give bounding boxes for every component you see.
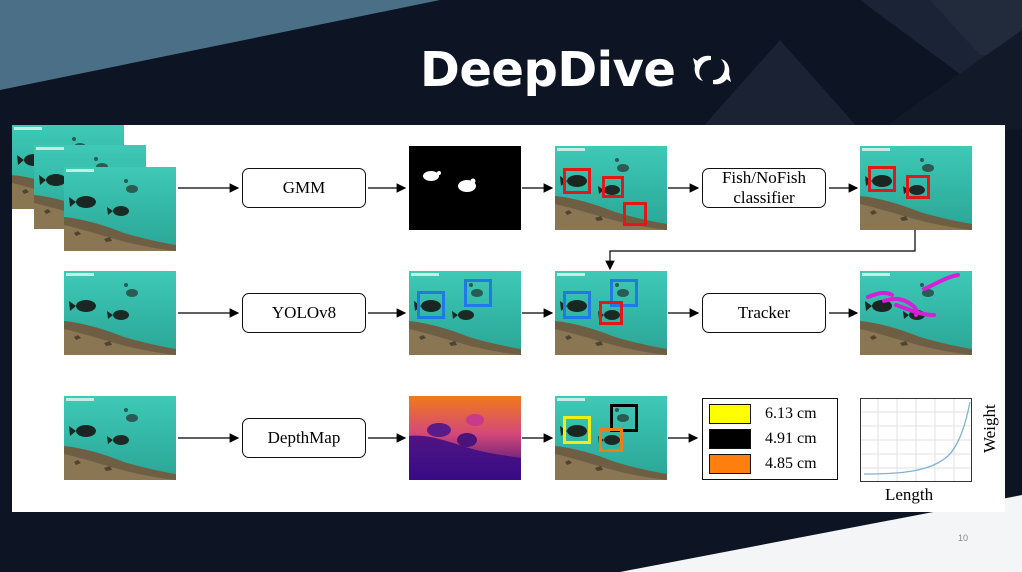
- legend-swatch: [709, 454, 751, 474]
- fish-tracks: [866, 273, 960, 317]
- input-frame: [64, 396, 176, 480]
- legend-swatch: [709, 404, 751, 424]
- underwater-image: [64, 396, 176, 480]
- detection-box: [464, 279, 492, 307]
- page-title: DeepDive: [420, 42, 676, 98]
- detection-box: [417, 291, 445, 319]
- page-number: 10: [958, 533, 969, 543]
- yolo-detections-image: [409, 271, 521, 355]
- fish-logo-icon: [693, 55, 732, 85]
- length-legend: 6.13 cm 4.91 cm 4.85 cm: [702, 398, 838, 480]
- detection-box: [610, 279, 638, 307]
- mask-blobs: [423, 171, 476, 192]
- candidate-detections-image: [555, 146, 667, 230]
- detection-box: [563, 291, 591, 319]
- tracks-image: [860, 271, 972, 355]
- legend-row: 6.13 cm: [709, 404, 817, 424]
- input-frame: [64, 167, 176, 251]
- legend-label: 4.91 cm: [765, 430, 817, 447]
- legend-row: 4.91 cm: [709, 429, 817, 449]
- gmm-step: GMM: [242, 168, 366, 208]
- x-axis-label: Length: [885, 485, 934, 504]
- legend-swatch: [709, 429, 751, 449]
- detection-box: [563, 416, 591, 444]
- legend-label: 4.85 cm: [765, 455, 817, 472]
- detection-box: [610, 404, 638, 432]
- depthmap-step: DepthMap: [242, 418, 366, 458]
- foreground-mask-image: [409, 146, 521, 230]
- underwater-image: [64, 271, 176, 355]
- legend-row: 4.85 cm: [709, 454, 817, 474]
- y-axis-label: Weight: [980, 404, 999, 453]
- detection-box: [602, 176, 624, 198]
- classifier-step: Fish/NoFish classifier: [702, 168, 826, 208]
- yolo-step: YOLOv8: [242, 293, 366, 333]
- legend-label: 6.13 cm: [765, 405, 817, 422]
- classified-detections-image: [860, 146, 972, 230]
- length-weight-plot: [860, 398, 972, 482]
- detection-box: [868, 166, 896, 192]
- pipeline-diagram: GMM Fish/NoFish classifier YOLOv8: [12, 125, 1005, 512]
- detection-box: [599, 428, 623, 452]
- tracker-step: Tracker: [702, 293, 826, 333]
- weight-curve: [863, 401, 971, 475]
- diagram-arrows: [178, 183, 916, 443]
- plot-area: [860, 398, 972, 482]
- detection-box: [599, 301, 623, 325]
- depth-map: [409, 396, 521, 480]
- detection-box: [623, 202, 647, 226]
- merged-detections-image: [555, 271, 667, 355]
- detection-box: [906, 175, 930, 199]
- title-area: DeepDive: [420, 38, 735, 102]
- detection-box: [563, 168, 591, 194]
- depth-map-image: [409, 396, 521, 480]
- underwater-image: [64, 167, 176, 251]
- input-frame: [64, 271, 176, 355]
- size-estimation-image: [555, 396, 667, 480]
